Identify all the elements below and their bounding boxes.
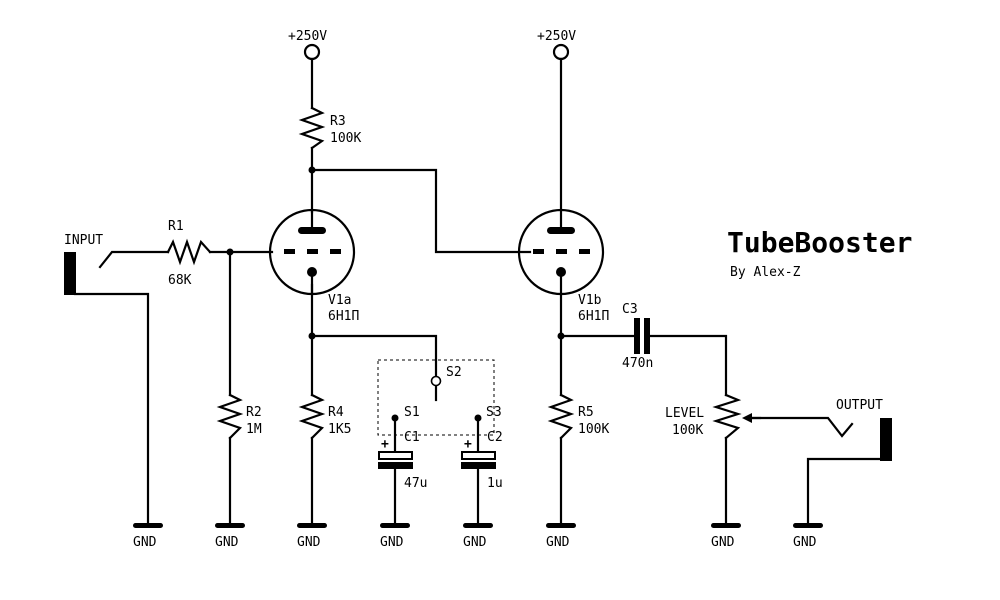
svg-text:GND: GND bbox=[711, 535, 735, 550]
tube-v1a: V1a 6Н1П bbox=[268, 208, 359, 324]
switch-common-icon bbox=[430, 375, 442, 387]
svg-text:1K5: 1K5 bbox=[328, 422, 351, 437]
schematic-title: TubeBooster bbox=[727, 226, 912, 259]
svg-text:6Н1П: 6Н1П bbox=[578, 309, 609, 324]
resistor-r4: R4 1K5 bbox=[298, 393, 351, 440]
svg-text:+: + bbox=[464, 437, 472, 452]
gnd-7: GND bbox=[711, 523, 741, 550]
resistor-r5: R5 100K bbox=[547, 393, 609, 440]
schematic-author: By Alex-Z bbox=[730, 265, 801, 280]
svg-text:+: + bbox=[381, 437, 389, 452]
svg-text:R5: R5 bbox=[578, 405, 594, 420]
gnd-5: GND bbox=[463, 523, 493, 550]
svg-text:C2: C2 bbox=[487, 430, 503, 445]
svg-text:R2: R2 bbox=[246, 405, 262, 420]
svg-text:1u: 1u bbox=[487, 476, 503, 491]
supply-right-label: +250V bbox=[537, 29, 576, 44]
input-jack: INPUT bbox=[64, 233, 103, 295]
svg-text:100K: 100K bbox=[578, 422, 609, 437]
capacitor-c3: C3 470n bbox=[622, 302, 653, 371]
gnd-3: GND bbox=[297, 523, 327, 550]
svg-text:OUTPUT: OUTPUT bbox=[836, 398, 883, 413]
gnd-4: GND bbox=[380, 523, 410, 550]
switch-contact-icon bbox=[474, 414, 482, 422]
gnd-6: GND bbox=[546, 523, 576, 550]
supply-terminal-icon bbox=[552, 43, 570, 61]
supply-left-label: +250V bbox=[288, 29, 327, 44]
svg-text:1M: 1M bbox=[246, 422, 262, 437]
potentiometer-level: LEVEL 100K bbox=[665, 393, 762, 440]
svg-text:100K: 100K bbox=[330, 131, 361, 146]
svg-text:GND: GND bbox=[215, 535, 239, 550]
svg-text:GND: GND bbox=[133, 535, 157, 550]
junctions bbox=[226, 166, 565, 340]
resistor-r1: R1 68K bbox=[166, 219, 212, 288]
switch-s: S2 S1 S3 bbox=[377, 359, 502, 436]
svg-text:GND: GND bbox=[546, 535, 570, 550]
svg-text:C3: C3 bbox=[622, 302, 638, 317]
svg-text:R1: R1 bbox=[168, 219, 184, 234]
svg-text:6Н1П: 6Н1П bbox=[328, 309, 359, 324]
svg-text:INPUT: INPUT bbox=[64, 233, 103, 248]
svg-text:S2: S2 bbox=[446, 365, 462, 380]
supply-terminal-icon bbox=[303, 43, 321, 61]
tube-v1b: V1b 6Н1П bbox=[517, 208, 609, 324]
svg-text:R4: R4 bbox=[328, 405, 344, 420]
wires bbox=[73, 57, 882, 527]
supply-right: +250V bbox=[537, 29, 576, 61]
svg-text:GND: GND bbox=[297, 535, 321, 550]
svg-text:V1b: V1b bbox=[578, 293, 602, 308]
gnd-1: GND bbox=[133, 523, 163, 550]
svg-text:LEVEL: LEVEL bbox=[665, 406, 704, 421]
output-jack: OUTPUT bbox=[836, 398, 892, 461]
gnd-8: GND bbox=[793, 523, 823, 550]
svg-text:470n: 470n bbox=[622, 356, 653, 371]
svg-text:R3: R3 bbox=[330, 114, 346, 129]
svg-text:S3: S3 bbox=[486, 405, 502, 420]
supply-left: +250V bbox=[288, 29, 327, 61]
svg-text:GND: GND bbox=[793, 535, 817, 550]
capacitor-c2: + C2 1u bbox=[461, 430, 503, 491]
svg-text:GND: GND bbox=[463, 535, 487, 550]
svg-text:V1a: V1a bbox=[328, 293, 351, 308]
resistor-r2: R2 1M bbox=[216, 393, 262, 440]
svg-text:100K: 100K bbox=[672, 423, 703, 438]
wiper-arrow-icon bbox=[742, 413, 752, 423]
svg-text:C1: C1 bbox=[404, 430, 420, 445]
svg-text:S1: S1 bbox=[404, 405, 420, 420]
capacitor-c1: + C1 47u bbox=[378, 430, 427, 491]
svg-text:47u: 47u bbox=[404, 476, 427, 491]
ground-symbols: GND GND GND GND GND GND GND GND bbox=[133, 523, 823, 550]
switch-contact-icon bbox=[391, 414, 399, 422]
resistor-r3: R3 100K bbox=[298, 106, 361, 150]
gnd-2: GND bbox=[215, 523, 245, 550]
svg-text:GND: GND bbox=[380, 535, 404, 550]
svg-text:68K: 68K bbox=[168, 273, 192, 288]
